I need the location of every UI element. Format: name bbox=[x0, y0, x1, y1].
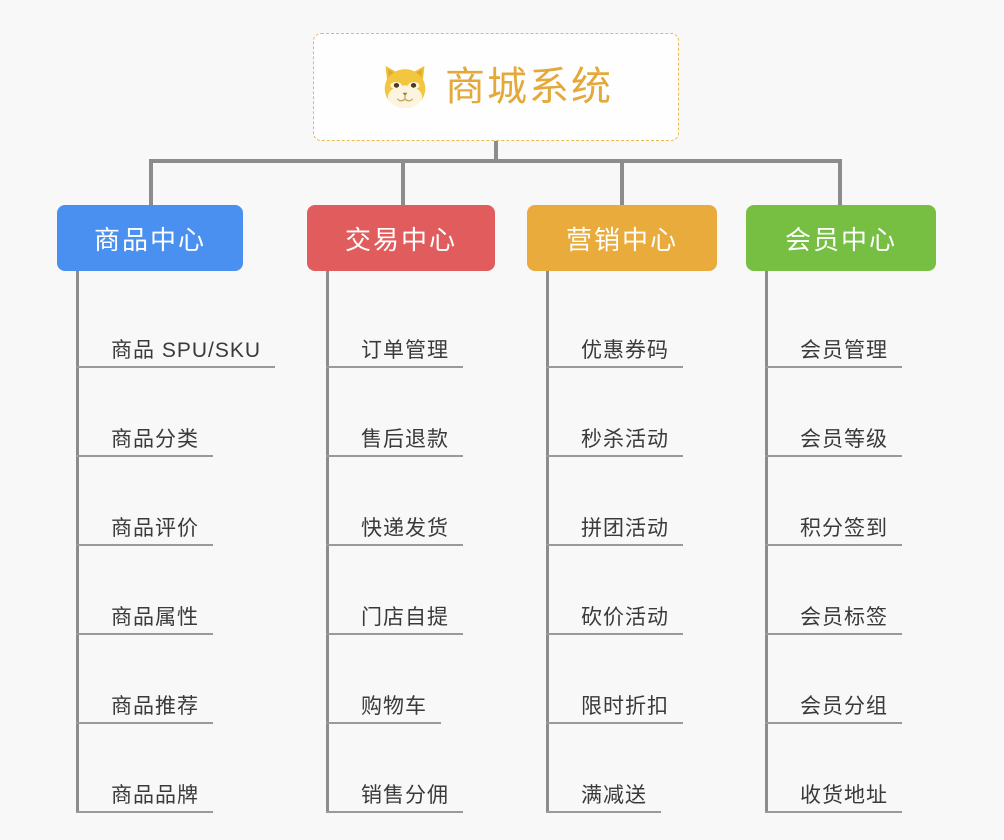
leaf-underline bbox=[765, 366, 902, 368]
leaf-item[interactable]: 快递发货 bbox=[326, 457, 527, 546]
leaf-underline bbox=[326, 455, 463, 457]
leaf-underline bbox=[76, 366, 275, 368]
leaf-underline bbox=[76, 633, 213, 635]
leaf-item[interactable]: 会员标签 bbox=[765, 546, 966, 635]
leaf-item[interactable]: 满减送 bbox=[546, 724, 747, 813]
leaf-label: 售后退款 bbox=[361, 427, 449, 451]
leaf-item[interactable]: 秒杀活动 bbox=[546, 368, 747, 457]
column-member-center: 会员中心会员管理会员等级积分签到会员标签会员分组收货地址 bbox=[746, 205, 966, 813]
leaf-item[interactable]: 售后退款 bbox=[326, 368, 527, 457]
leaf-label: 会员分组 bbox=[800, 694, 888, 718]
leaf-label: 限时折扣 bbox=[581, 694, 669, 718]
leaf-underline bbox=[326, 544, 463, 546]
category-box-product-center[interactable]: 商品中心 bbox=[57, 205, 243, 271]
leaf-label: 商品评价 bbox=[111, 516, 199, 540]
leaf-label: 优惠券码 bbox=[581, 338, 669, 362]
leaf-item[interactable]: 门店自提 bbox=[326, 546, 527, 635]
leaf-underline bbox=[326, 811, 463, 813]
connector-drop-member-center bbox=[838, 159, 842, 209]
connector-drop-marketing-center bbox=[620, 159, 624, 209]
leaf-underline bbox=[546, 722, 683, 724]
column-product-center: 商品中心商品 SPU/SKU 商品分类商品评价商品属性商品推荐商品品牌 bbox=[57, 205, 277, 813]
leaf-item[interactable]: 商品推荐 bbox=[76, 635, 277, 724]
leaf-item[interactable]: 商品 SPU/SKU bbox=[76, 279, 277, 368]
leaf-underline bbox=[326, 722, 441, 724]
category-label: 会员中心 bbox=[784, 224, 897, 255]
connector-drop-product-center bbox=[149, 159, 153, 209]
leaf-label: 门店自提 bbox=[361, 605, 449, 629]
leaf-underline bbox=[76, 544, 213, 546]
leaf-underline bbox=[76, 722, 213, 724]
leaf-item[interactable]: 会员分组 bbox=[765, 635, 966, 724]
leaf-label: 销售分佣 bbox=[361, 783, 449, 807]
leaf-underline bbox=[765, 455, 902, 457]
leaf-underline bbox=[546, 366, 683, 368]
leaf-label: 购物车 bbox=[361, 694, 427, 718]
leaf-item[interactable]: 商品品牌 bbox=[76, 724, 277, 813]
category-label: 商品中心 bbox=[93, 224, 206, 255]
leaf-label: 商品属性 bbox=[111, 605, 199, 629]
leaf-label: 快递发货 bbox=[361, 516, 449, 540]
leaf-label: 收货地址 bbox=[800, 783, 888, 807]
leaf-underline bbox=[546, 544, 683, 546]
leaf-label: 积分签到 bbox=[800, 516, 888, 540]
leaf-item[interactable]: 商品评价 bbox=[76, 457, 277, 546]
category-box-member-center[interactable]: 会员中心 bbox=[746, 205, 936, 271]
root-title: 商城系统 bbox=[445, 65, 613, 109]
leaf-label: 商品分类 bbox=[111, 427, 199, 451]
leaf-item[interactable]: 拼团活动 bbox=[546, 457, 747, 546]
connector-drop-trade-center bbox=[401, 159, 405, 209]
column-trade-center: 交易中心订单管理售后退款快递发货门店自提购物车销售分佣 bbox=[307, 205, 527, 813]
leaf-underline bbox=[765, 722, 902, 724]
category-label: 交易中心 bbox=[344, 224, 457, 255]
leaf-label: 会员等级 bbox=[800, 427, 888, 451]
leaf-item[interactable]: 订单管理 bbox=[326, 279, 527, 368]
leaf-underline bbox=[326, 633, 463, 635]
leaf-item[interactable]: 购物车 bbox=[326, 635, 527, 724]
leaf-item[interactable]: 商品分类 bbox=[76, 368, 277, 457]
leaf-list-product-center: 商品 SPU/SKU 商品分类商品评价商品属性商品推荐商品品牌 bbox=[76, 271, 277, 813]
root-node[interactable]: 商城系统 bbox=[313, 33, 679, 141]
leaf-item[interactable]: 商品属性 bbox=[76, 546, 277, 635]
leaf-list-member-center: 会员管理会员等级积分签到会员标签会员分组收货地址 bbox=[765, 271, 966, 813]
category-box-trade-center[interactable]: 交易中心 bbox=[307, 205, 495, 271]
leaf-label: 拼团活动 bbox=[581, 516, 669, 540]
leaf-underline bbox=[765, 544, 902, 546]
leaf-item[interactable]: 限时折扣 bbox=[546, 635, 747, 724]
column-marketing-center: 营销中心优惠券码秒杀活动拼团活动砍价活动限时折扣满减送 bbox=[527, 205, 747, 813]
leaf-label: 商品品牌 bbox=[111, 783, 199, 807]
leaf-label: 砍价活动 bbox=[581, 605, 669, 629]
leaf-label: 秒杀活动 bbox=[581, 427, 669, 451]
leaf-label: 订单管理 bbox=[361, 338, 449, 362]
connector-horizontal-bar bbox=[149, 159, 839, 163]
leaf-underline bbox=[546, 811, 661, 813]
leaf-item[interactable]: 会员管理 bbox=[765, 279, 966, 368]
leaf-item[interactable]: 砍价活动 bbox=[546, 546, 747, 635]
category-label: 营销中心 bbox=[565, 224, 678, 255]
leaf-list-marketing-center: 优惠券码秒杀活动拼团活动砍价活动限时折扣满减送 bbox=[546, 271, 747, 813]
leaf-underline bbox=[765, 811, 902, 813]
leaf-underline bbox=[326, 366, 463, 368]
leaf-label: 商品 SPU/SKU bbox=[111, 338, 262, 362]
connector-stem bbox=[494, 141, 498, 163]
leaf-item[interactable]: 优惠券码 bbox=[546, 279, 747, 368]
leaf-underline bbox=[546, 633, 683, 635]
leaf-label: 会员管理 bbox=[800, 338, 888, 362]
leaf-item[interactable]: 销售分佣 bbox=[326, 724, 527, 813]
leaf-item[interactable]: 会员等级 bbox=[765, 368, 966, 457]
leaf-underline bbox=[76, 811, 213, 813]
leaf-underline bbox=[765, 633, 902, 635]
shiba-dog-face-icon bbox=[384, 65, 426, 110]
category-box-marketing-center[interactable]: 营销中心 bbox=[527, 205, 717, 271]
leaf-item[interactable]: 收货地址 bbox=[765, 724, 966, 813]
leaf-underline bbox=[546, 455, 683, 457]
leaf-label: 商品推荐 bbox=[111, 694, 199, 718]
leaf-item[interactable]: 积分签到 bbox=[765, 457, 966, 546]
leaf-label: 会员标签 bbox=[800, 605, 888, 629]
leaf-label: 满减送 bbox=[581, 783, 647, 807]
leaf-list-trade-center: 订单管理售后退款快递发货门店自提购物车销售分佣 bbox=[326, 271, 527, 813]
leaf-underline bbox=[76, 455, 213, 457]
